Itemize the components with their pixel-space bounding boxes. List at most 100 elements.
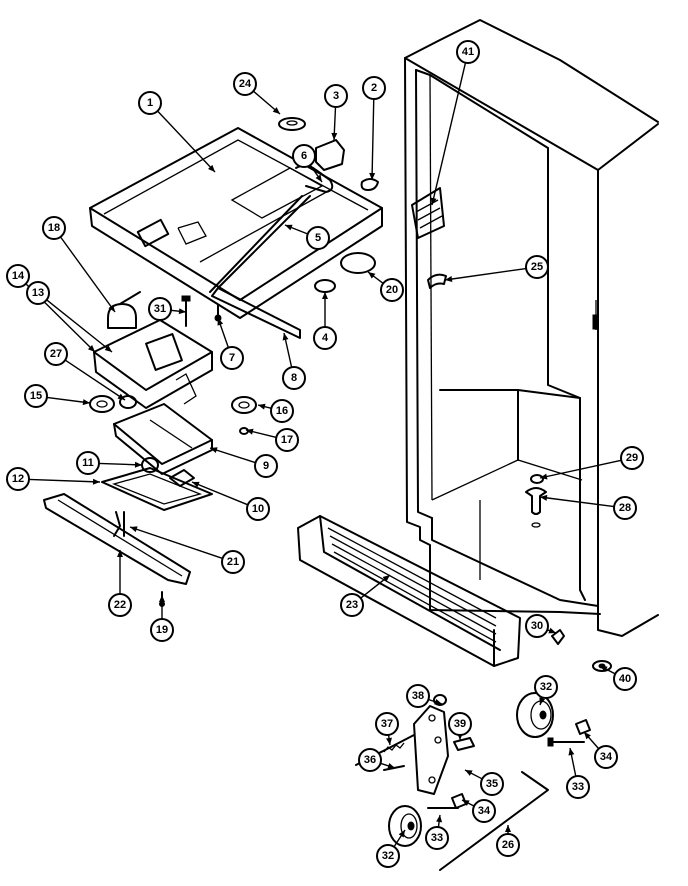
leader-line-28 — [539, 496, 615, 508]
leader-arrow-23 — [382, 575, 390, 582]
callout-label: 30 — [531, 620, 543, 632]
leader-line-13 — [46, 299, 113, 353]
leader-line-10 — [191, 481, 249, 506]
callout-label: 20 — [386, 284, 398, 296]
leader-arrow-40 — [600, 666, 608, 672]
leader-arrow-30 — [548, 627, 556, 634]
callout-circle — [496, 833, 520, 857]
callout-19: 19 — [150, 618, 174, 642]
top-cover-drawing — [89, 117, 383, 339]
leader-line-11 — [98, 462, 143, 466]
callout-16: 16 — [270, 399, 294, 423]
cabinet-drawing — [404, 19, 659, 672]
leader-arrow-12 — [92, 478, 100, 485]
callout-circle — [380, 278, 404, 302]
callout-label: 25 — [531, 261, 543, 273]
leader-arrow-5 — [285, 224, 293, 231]
leader-arrow-34 — [584, 732, 591, 740]
callout-40: 40 — [613, 667, 637, 691]
callout-circle — [375, 712, 399, 736]
callout-24: 24 — [233, 72, 257, 96]
leader-arrow-35 — [465, 770, 473, 776]
callout-circle — [42, 216, 66, 240]
leader-arrow-4 — [322, 292, 328, 299]
callout-circle — [525, 614, 549, 638]
leader-arrow-6 — [315, 174, 322, 182]
callout-label: 36 — [364, 754, 376, 766]
callout-28: 28 — [613, 496, 637, 520]
callout-32: 32 — [534, 675, 558, 699]
callout-label: 14 — [12, 270, 25, 282]
leader-arrow-27 — [117, 393, 125, 400]
callout-label: 24 — [239, 78, 252, 90]
leader-arrow-24 — [272, 107, 280, 114]
callout-29: 29 — [620, 446, 644, 470]
callout-label: 23 — [346, 599, 358, 611]
grille-drawing — [297, 515, 521, 667]
callout-circle — [340, 593, 364, 617]
callout-34: 34 — [594, 745, 618, 769]
leader-line-1 — [157, 110, 216, 173]
leader-arrow-16 — [258, 403, 266, 410]
callout-20: 20 — [380, 278, 404, 302]
leader-arrow-26 — [505, 825, 511, 832]
leader-arrow-7 — [217, 318, 224, 326]
callout-label: 8 — [291, 372, 297, 384]
callout-label: 33 — [572, 781, 584, 793]
callout-circle — [566, 775, 590, 799]
callout-circle — [76, 451, 100, 475]
leader-arrow-10 — [192, 481, 200, 488]
callout-label: 4 — [322, 332, 329, 344]
leader-arrow-38 — [434, 698, 442, 705]
callout-label: 9 — [263, 460, 269, 472]
callout-21: 21 — [221, 550, 245, 574]
callout-label: 12 — [12, 473, 24, 485]
callout-label: 22 — [114, 599, 126, 611]
leader-arrow-17 — [246, 428, 254, 435]
leader-line-15 — [46, 396, 91, 404]
callout-33: 33 — [425, 826, 449, 850]
callout-9: 9 — [254, 454, 278, 478]
callout-label: 40 — [619, 673, 631, 685]
callout-label: 10 — [252, 503, 264, 515]
callout-group: 1243241652025418141331782715161791112102… — [6, 40, 644, 868]
callout-circle — [220, 346, 244, 370]
callout-label: 11 — [82, 457, 94, 469]
callout-1: 1 — [138, 91, 162, 115]
leader-arrow-31 — [178, 308, 186, 315]
callout-25: 25 — [525, 255, 549, 279]
callout-34: 34 — [472, 799, 496, 823]
callout-circle — [376, 844, 400, 868]
callout-circle — [233, 72, 257, 96]
callout-circle — [254, 454, 278, 478]
callout-label: 31 — [154, 303, 166, 315]
callout-circle — [525, 255, 549, 279]
callout-circle — [306, 226, 330, 250]
callout-circle — [534, 675, 558, 699]
leader-arrow-2 — [369, 172, 376, 180]
callout-circle — [448, 712, 472, 736]
callout-8: 8 — [282, 366, 306, 390]
callout-41: 41 — [456, 40, 480, 64]
callout-circle — [138, 91, 162, 115]
callout-32: 32 — [376, 844, 400, 868]
leader-arrow-20 — [368, 272, 376, 279]
leader-arrow-22 — [117, 550, 123, 557]
callout-label: 28 — [619, 502, 631, 514]
callout-3: 3 — [324, 84, 348, 108]
callout-leaders — [25, 62, 622, 848]
leader-arrow-37 — [386, 737, 392, 745]
leader-line-29 — [539, 459, 622, 479]
leader-arrow-28 — [540, 494, 548, 501]
callout-17: 17 — [275, 428, 299, 452]
leader-arrow-36 — [387, 763, 395, 769]
callout-label: 16 — [276, 405, 288, 417]
callout-label: 39 — [454, 718, 466, 730]
callout-circle — [292, 144, 316, 168]
callout-circle — [275, 428, 299, 452]
callout-circle — [24, 384, 48, 408]
leader-arrow-13 — [104, 345, 112, 352]
callout-38: 38 — [406, 684, 430, 708]
callout-30: 30 — [525, 614, 549, 638]
callout-circle — [324, 84, 348, 108]
